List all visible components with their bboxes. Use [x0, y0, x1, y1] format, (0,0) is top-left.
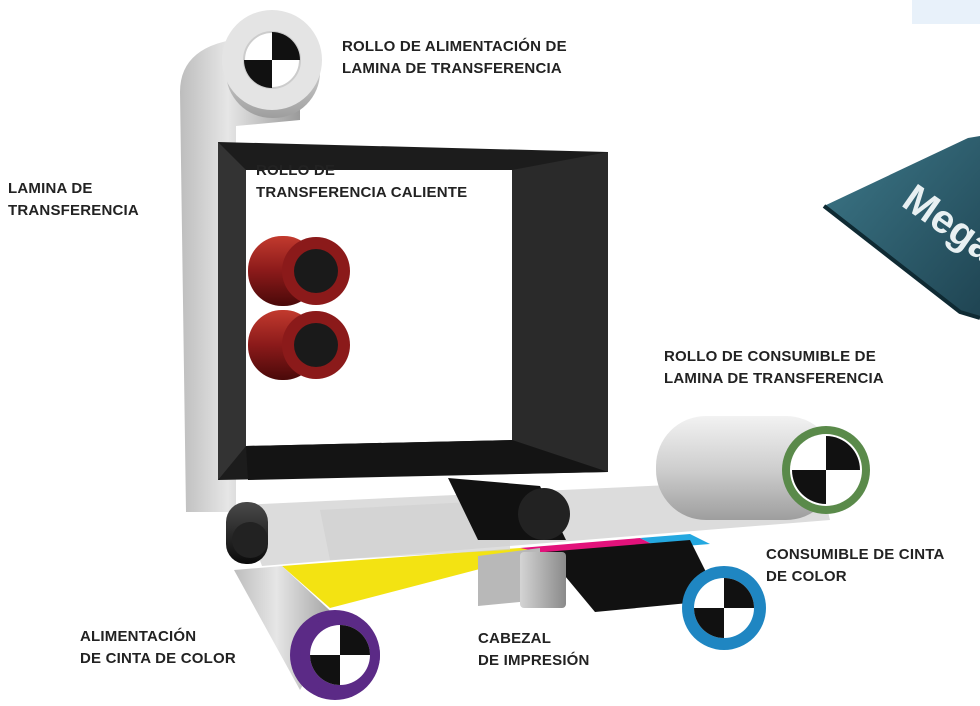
label-color-ribbon-supply-line2: DE CINTA DE COLOR [80, 650, 236, 667]
label-heated-transfer-roller-line1: ROLLO DE [256, 162, 336, 179]
transfer-film-take-up-roll [656, 416, 870, 520]
top-right-panel [912, 0, 980, 24]
label-heated-transfer-roller-line2: TRANSFERENCIA CALIENTE [256, 184, 468, 201]
label-transfer-film: LAMINA DE TRANSFERENCIA [8, 178, 139, 222]
label-transfer-film-take-up-roll-line2: LAMINA DE TRANSFERENCIA [664, 370, 884, 387]
label-color-ribbon-take-up-line1: CONSUMIBLE DE CINTA [766, 546, 945, 563]
label-transfer-film-line2: TRANSFERENCIA [8, 202, 139, 219]
label-color-ribbon-take-up: CONSUMIBLE DE CINTA DE COLOR [766, 544, 945, 588]
label-print-head-line1: CABEZAL [478, 630, 552, 647]
label-color-ribbon-take-up-line2: DE COLOR [766, 568, 847, 585]
color-ribbon-take-up-roll [682, 566, 766, 650]
guide-rollers [226, 478, 570, 564]
label-transfer-film-supply-roll: ROLLO DE ALIMENTACIÓN DE LAMINA DE TRANS… [342, 36, 567, 80]
label-transfer-film-supply-roll-line1: ROLLO DE ALIMENTACIÓN DE [342, 38, 567, 55]
label-transfer-film-take-up-roll-line1: ROLLO DE CONSUMIBLE DE [664, 348, 876, 365]
label-transfer-film-supply-roll-line2: LAMINA DE TRANSFERENCIA [342, 60, 562, 77]
print-head [478, 548, 566, 608]
id-card: Mega [822, 136, 980, 320]
label-print-head-line2: DE IMPRESIÓN [478, 652, 590, 669]
label-color-ribbon-supply-line1: ALIMENTACIÓN [80, 628, 197, 645]
heated-transfer-rollers [248, 236, 350, 380]
label-transfer-film-take-up-roll: ROLLO DE CONSUMIBLE DE LAMINA DE TRANSFE… [664, 346, 884, 390]
label-color-ribbon-supply: ALIMENTACIÓN DE CINTA DE COLOR [80, 626, 236, 670]
label-transfer-film-line1: LAMINA DE [8, 180, 93, 197]
label-print-head: CABEZAL DE IMPRESIÓN [478, 628, 590, 672]
label-heated-transfer-roller: ROLLO DE TRANSFERENCIA CALIENTE [256, 160, 467, 204]
transfer-film-supply-roll [222, 10, 322, 118]
color-ribbon-supply-roll [234, 566, 380, 700]
